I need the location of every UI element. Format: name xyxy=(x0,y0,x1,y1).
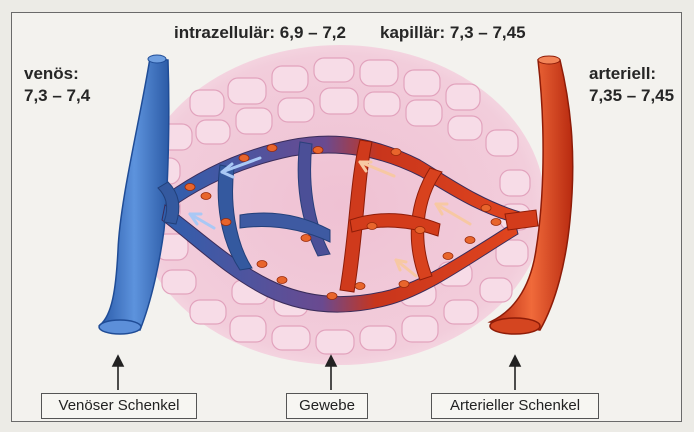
arterial-limb-label: Arterieller Schenkel xyxy=(431,393,599,419)
arterial-ph-value: 7,35 – 7,45 xyxy=(589,86,674,106)
venous-limb-label: Venöser Schenkel xyxy=(41,393,197,419)
arterial-ph-title: arteriell: xyxy=(589,64,656,84)
intracellular-ph-label: intrazellulär: 6,9 – 7,2 xyxy=(174,23,346,43)
vein-vessel xyxy=(99,55,169,334)
capillary-ph-label: kapillär: 7,3 – 7,45 xyxy=(380,23,526,43)
tissue-label: Gewebe xyxy=(286,393,368,419)
venous-ph-value: 7,3 – 7,4 xyxy=(24,86,90,106)
venous-ph-title: venös: xyxy=(24,64,79,84)
